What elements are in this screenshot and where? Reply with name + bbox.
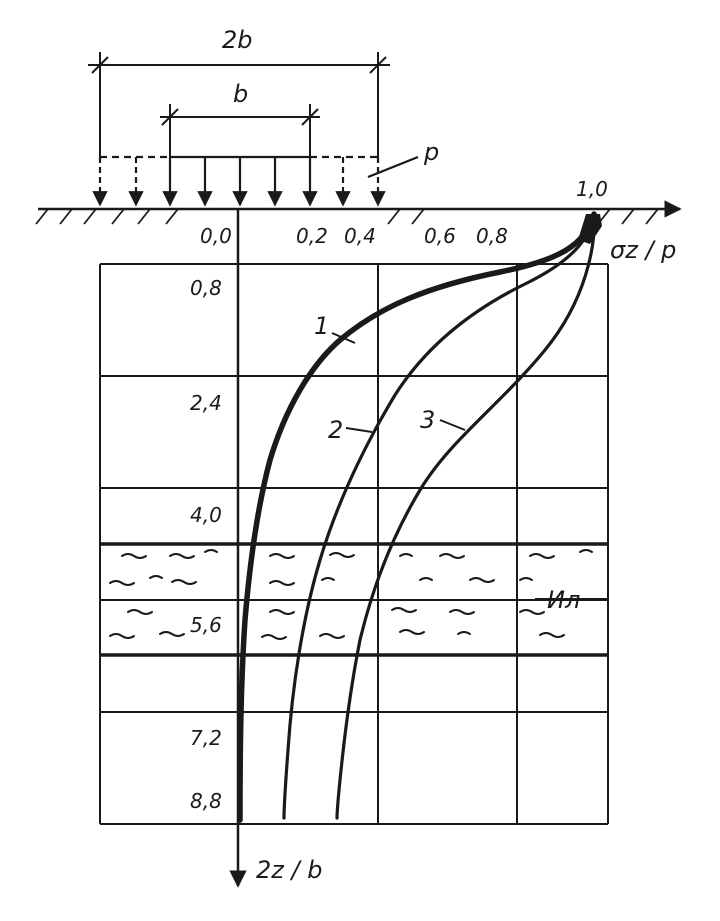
grid xyxy=(99,263,609,825)
x-tick-1: 0,2 xyxy=(296,224,328,248)
y-tick-5: 8,8 xyxy=(190,789,222,813)
label-load-p: p xyxy=(423,138,439,166)
y-tick-0: 0,8 xyxy=(190,276,222,300)
label-2b: 2b xyxy=(222,26,253,54)
x-axis-label: σz / p xyxy=(610,236,676,264)
silt-layer xyxy=(100,542,608,657)
curve-label-2: 2 xyxy=(328,416,343,444)
x-tick-2: 0,4 xyxy=(344,224,376,248)
x-tick-5: 1,0 xyxy=(576,177,608,201)
layer-label-silt: Ил xyxy=(547,586,580,614)
x-tick-0: 0,0 xyxy=(200,224,232,248)
y-axis-label: 2z / b xyxy=(256,856,322,884)
y-tick-2: 4,0 xyxy=(190,503,222,527)
curve-label-leaders xyxy=(331,332,608,600)
curve-2 xyxy=(282,212,596,820)
x-tick-4: 0,8 xyxy=(476,224,508,248)
y-tick-3: 5,6 xyxy=(190,613,222,637)
y-tick-4: 7,2 xyxy=(190,726,222,750)
label-b: b xyxy=(233,80,248,108)
dimension-lines xyxy=(88,52,390,160)
ground-surface xyxy=(35,200,682,225)
load-diagram xyxy=(92,155,419,207)
curve-1 xyxy=(237,211,597,823)
curve-convergence xyxy=(578,214,602,244)
y-tick-1: 2,4 xyxy=(190,391,222,415)
x-tick-3: 0,6 xyxy=(424,224,456,248)
curve-label-3: 3 xyxy=(420,406,435,434)
silt-hatch-marks xyxy=(109,549,593,640)
curves xyxy=(237,211,602,823)
curve-3 xyxy=(335,212,596,820)
curve-label-1: 1 xyxy=(314,312,329,340)
